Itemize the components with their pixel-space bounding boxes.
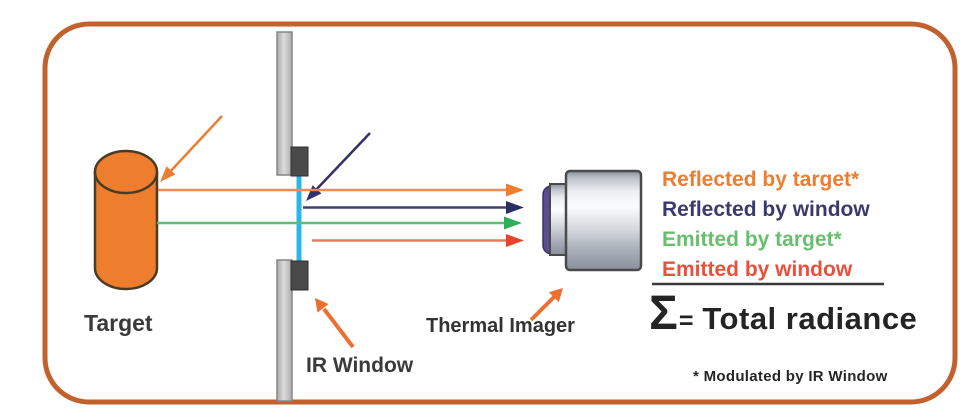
target-label: Target [84, 310, 153, 336]
ray-reflected-by-window [303, 201, 524, 214]
thermal-imager [542, 169, 643, 272]
legend-reflected-by-window: Reflected by window [662, 198, 870, 221]
window-mount-upper [290, 146, 309, 177]
total-radiance-label: Total radiance [702, 301, 918, 336]
ir-window-label: IR Window [306, 354, 414, 377]
ray-emitted-by-window [312, 234, 524, 247]
frame-border [42, 21, 958, 405]
legend-emitted-by-target: Emitted by target* [662, 228, 842, 251]
equals-sign: = [678, 307, 694, 335]
modulated-footnote: * Modulated by IR Window [693, 368, 888, 385]
total-radiance-summary: Σ = Total radiance [649, 288, 917, 340]
imager-body [564, 169, 643, 272]
wall-panel-lower [276, 259, 293, 402]
ray-emitted-by-target [157, 216, 522, 230]
ray-reflected-by-target [158, 183, 524, 197]
ray-incident-on-window [306, 132, 371, 201]
window-mount-lower [290, 260, 309, 291]
thermal-imager-pointer-arrow [529, 288, 563, 322]
ir-window-pointer-arrow [315, 298, 355, 349]
thermal-imager-label: Thermal Imager [426, 315, 575, 337]
wall-panel-upper [276, 31, 293, 176]
ray-incident-on-target [160, 115, 223, 182]
legend-emitted-by-window: Emitted by window [662, 258, 853, 281]
sigma-symbol: Σ [649, 287, 678, 340]
legend-reflected-by-target: Reflected by target* [662, 168, 860, 191]
radiance-legend: Reflected by target* Reflected by window… [662, 165, 870, 285]
target-cylinder [93, 149, 159, 291]
